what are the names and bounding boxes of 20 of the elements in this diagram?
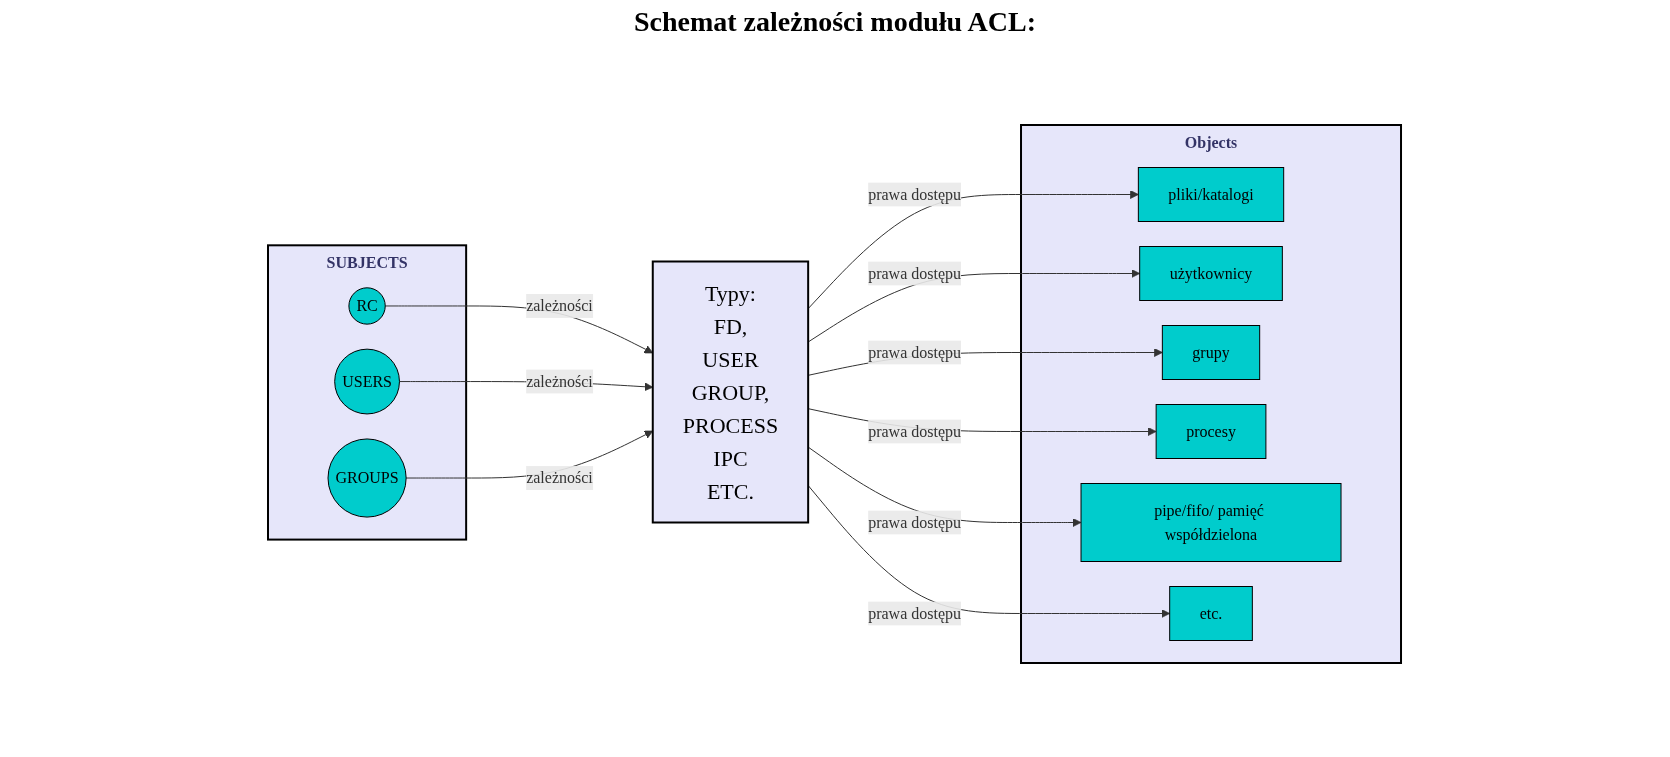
edge-label: prawa dostępu bbox=[868, 422, 962, 440]
edge-label: prawa dostępu bbox=[868, 343, 962, 361]
edge-label: prawa dostępu bbox=[868, 604, 962, 622]
node-box: grupy bbox=[1162, 325, 1261, 380]
edge-label: prawa dostępu bbox=[868, 185, 962, 203]
node-box: etc. bbox=[1169, 586, 1254, 641]
diagram-title: Schemat zależności modułu ACL: bbox=[632, 6, 1038, 38]
node-box: pipe/fifo/ pamięć współdzielona bbox=[1081, 483, 1342, 562]
edge-label: prawa dostępu bbox=[868, 264, 962, 282]
node-box: Typy: FD, USER GROUP, PROCESS IPC ETC. bbox=[652, 260, 810, 524]
edge-label: zależności bbox=[526, 296, 594, 314]
node-box: użytkownicy bbox=[1139, 246, 1284, 301]
node-box: procesy bbox=[1156, 404, 1267, 459]
edge-label: prawa dostępu bbox=[868, 513, 962, 531]
node-circle: USERS bbox=[334, 348, 401, 415]
node-box: pliki/katalogi bbox=[1138, 167, 1285, 222]
node-circle: RC bbox=[348, 287, 387, 325]
node-circle: GROUPS bbox=[328, 438, 408, 518]
edge-label: zależności bbox=[526, 372, 594, 390]
edge-label: zależności bbox=[526, 469, 594, 487]
